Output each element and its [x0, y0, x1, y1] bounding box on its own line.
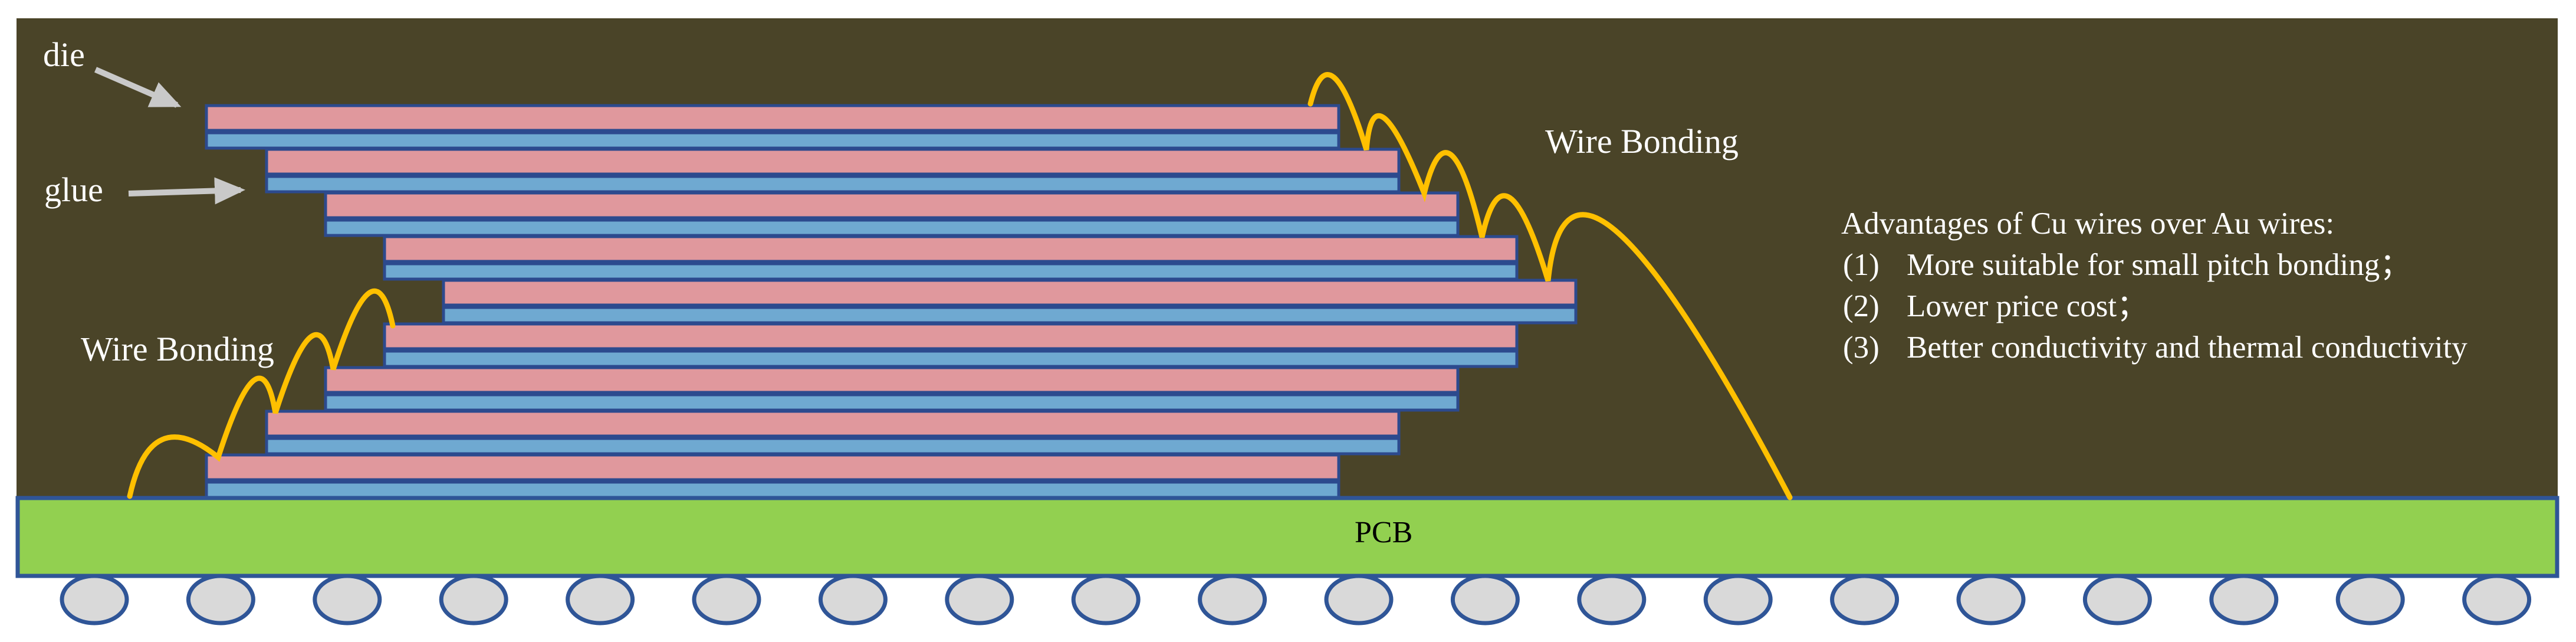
solder-ball-5	[566, 574, 635, 625]
die-layer-8	[265, 410, 1401, 438]
die-label: die	[43, 35, 85, 74]
solder-ball-8	[945, 574, 1014, 625]
die-layer-9	[205, 453, 1340, 482]
pcb-label: PCB	[1355, 516, 1412, 549]
solder-ball-9	[1071, 574, 1141, 625]
bond-wire-right	[1307, 72, 1793, 500]
glue-layer-8	[265, 437, 1401, 456]
advantages-item-1-text: More suitable for small pitch bonding；	[1907, 248, 2411, 282]
glue-layer-9	[205, 480, 1340, 499]
glue-pointer-arrow	[128, 177, 245, 205]
glue-layer-3	[324, 218, 1460, 237]
die-layer-2	[265, 148, 1401, 176]
solder-ball-1	[60, 574, 129, 625]
pcb-substrate	[15, 496, 2559, 578]
solder-ball-7	[818, 574, 888, 625]
die-layer-6	[383, 322, 1519, 351]
die-layer-7	[324, 366, 1460, 394]
solder-ball-2	[186, 574, 255, 625]
glue-label: glue	[44, 171, 103, 209]
solder-ball-17	[2082, 574, 2152, 625]
solder-ball-4	[439, 574, 508, 625]
die-layer-5	[442, 279, 1578, 307]
advantages-item-1: (1) More suitable for small pitch bondin…	[1843, 248, 2411, 282]
die-stack	[205, 104, 1578, 499]
die-layer-3	[324, 191, 1460, 220]
glue-layer-2	[265, 175, 1401, 194]
glue-layer-1	[205, 131, 1340, 150]
solder-ball-15	[1830, 574, 1900, 625]
advantages-item-1-num: (1)	[1843, 248, 1880, 282]
die-layer-1	[205, 104, 1340, 132]
solder-ball-13	[1577, 574, 1647, 625]
die-layer-4	[383, 235, 1519, 263]
solder-ball-14	[1703, 574, 1773, 625]
advantages-item-2-num: (2)	[1843, 289, 1880, 323]
glue-layer-7	[324, 393, 1460, 412]
advantages-item-2-text: Lower price cost；	[1907, 289, 2148, 323]
wire-bonding-label-left: Wire Bonding	[81, 330, 274, 368]
solder-ball-19	[2335, 574, 2405, 625]
solder-ball-12	[1450, 574, 1520, 625]
bond-wire-left	[127, 288, 396, 499]
solder-ball-3	[313, 574, 382, 625]
solder-ball-10	[1198, 574, 1267, 625]
wire-bonding-label-right: Wire Bonding	[1545, 122, 1739, 160]
glue-layer-5	[442, 306, 1578, 325]
solder-ball-11	[1324, 574, 1394, 625]
solder-ball-row	[60, 574, 2532, 625]
solder-ball-6	[692, 574, 761, 625]
advantages-text-block: Advantages of Cu wires over Au wires: (1…	[1841, 207, 2467, 365]
advantages-item-3: (3) Better conductivity and thermal cond…	[1843, 330, 2467, 365]
die-pointer-arrow	[94, 67, 182, 108]
advantages-title: Advantages of Cu wires over Au wires:	[1841, 207, 2334, 241]
advantages-item-3-text: Better conductivity and thermal conducti…	[1907, 330, 2467, 365]
advantages-item-2: (2) Lower price cost；	[1843, 289, 2148, 323]
advantages-item-3-num: (3)	[1843, 330, 1880, 365]
solder-ball-18	[2209, 574, 2279, 625]
solder-ball-20	[2462, 574, 2532, 625]
solder-ball-16	[1956, 574, 2026, 625]
glue-layer-6	[383, 349, 1519, 368]
glue-layer-4	[383, 262, 1519, 281]
